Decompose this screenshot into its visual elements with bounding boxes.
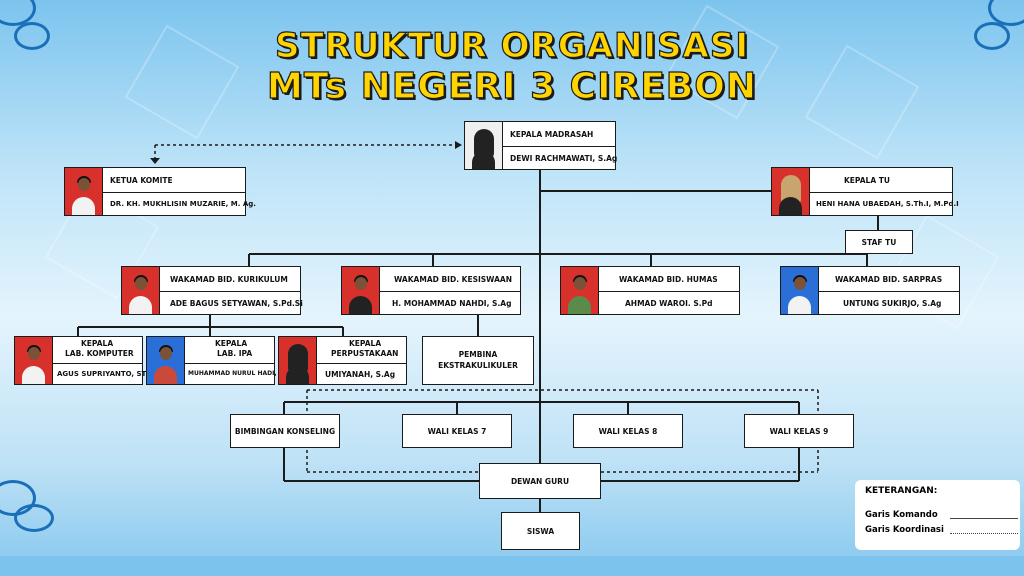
kepala-lab-ipa-box: KEPALA LAB. IPA MUHAMMAD NURUL HADI, S.S… <box>146 336 292 385</box>
legend-koordinasi-line <box>950 533 1018 534</box>
kepala-perpustakaan-photo <box>279 337 317 384</box>
batik-ornament-bottom-left <box>0 480 60 532</box>
legend-komando-label: Garis Komando <box>865 510 938 520</box>
chart-title-line1: STRUKTUR ORGANISASI <box>274 25 749 66</box>
wakamad-kesiswaan-box: WAKAMAD BID. KESISWAAN H. MOHAMMAD NAHDI… <box>341 266 521 315</box>
legend-heading: KETERANGAN: <box>865 486 938 496</box>
dewan-guru-box: DEWAN GURU <box>479 463 601 499</box>
kepala-madrasah-role: KEPALA MADRASAH <box>510 130 594 139</box>
ketua-komite-box: KETUA KOMITE DR. KH. MUKHLISIN MUZARIE, … <box>64 167 256 216</box>
wali-kelas-7-box: WALI KELAS 7 <box>402 414 512 448</box>
siswa-label: SISWA <box>526 527 555 536</box>
wakamad-kurikulum-role: WAKAMAD BID. KURIKULUM <box>170 275 288 284</box>
pembina-label-2: EKSTRAKULIKULER <box>438 361 518 370</box>
kepala-lab-komputer-photo <box>15 337 53 384</box>
wakamad-humas-box: WAKAMAD BID. HUMAS AHMAD WAROI. S.Pd <box>560 266 740 315</box>
kepala-tu-name: HENI HANA UBAEDAH, S.Th.I, M.Pd.I <box>816 200 959 208</box>
wali-kelas-8-box: WALI KELAS 8 <box>573 414 683 448</box>
wakamad-kesiswaan-photo <box>342 267 380 314</box>
siswa-box: SISWA <box>501 512 580 550</box>
bimbingan-konseling-box: BIMBINGAN KONSELING <box>230 414 340 448</box>
kepala-perpustakaan-role-1: KEPALA <box>349 339 382 348</box>
legend-box: KETERANGAN: Garis Komando Garis Koordina… <box>855 480 1020 550</box>
wakamad-kurikulum-box: WAKAMAD BID. KURIKULUM ADE BAGUS SETYAWA… <box>121 266 303 315</box>
wakamad-humas-role: WAKAMAD BID. HUMAS <box>619 275 718 284</box>
kepala-madrasah-box: KEPALA MADRASAH DEWI RACHMAWATI, S.Ag <box>464 121 618 170</box>
kepala-tu-role: KEPALA TU <box>844 176 890 185</box>
footer-band <box>0 556 1024 576</box>
kepala-tu-box: KEPALA TU HENI HANA UBAEDAH, S.Th.I, M.P… <box>771 167 959 216</box>
kepala-lab-komputer-box: KEPALA LAB. KOMPUTER AGUS SUPRIYANTO, ST <box>14 336 147 385</box>
wakamad-kesiswaan-role: WAKAMAD BID. KESISWAAN <box>394 275 513 284</box>
ketua-komite-name: DR. KH. MUKHLISIN MUZARIE, M. Ag. <box>110 200 256 208</box>
pembina-ekstrakulikuler-box: PEMBINA EKSTRAKULIKULER <box>422 336 534 385</box>
kepala-lab-komputer-name: AGUS SUPRIYANTO, ST <box>57 370 147 378</box>
wakamad-sarpras-photo <box>781 267 819 314</box>
kepala-perpustakaan-name: UMIYANAH, S.Ag <box>325 370 396 379</box>
wakamad-humas-photo <box>561 267 599 314</box>
batik-ornament-top-right <box>964 0 1024 50</box>
kepala-lab-ipa-photo <box>147 337 185 384</box>
legend-koordinasi-label: Garis Koordinasi <box>865 525 944 535</box>
ketua-komite-photo <box>65 168 103 215</box>
kepala-madrasah-photo <box>465 122 503 169</box>
chart-title-line2: MTs NEGERI 3 CIREBON <box>266 65 757 107</box>
pembina-label-1: PEMBINA <box>458 350 498 359</box>
kepala-lab-ipa-role-2: LAB. IPA <box>217 349 253 358</box>
kepala-perpustakaan-box: KEPALA PERPUSTAKAAN UMIYANAH, S.Ag <box>278 336 407 385</box>
staf-tu-label: STAF TU <box>861 238 897 247</box>
kepala-lab-ipa-role-1: KEPALA <box>215 339 248 348</box>
kepala-perpustakaan-role-2: PERPUSTAKAAN <box>331 349 399 358</box>
wakamad-sarpras-box: WAKAMAD BID. SARPRAS UNTUNG SUKIRJO, S.A… <box>780 266 960 315</box>
kepala-madrasah-name: DEWI RACHMAWATI, S.Ag <box>510 154 618 163</box>
legend-komando-line <box>950 518 1018 519</box>
wakamad-kurikulum-name: ADE BAGUS SETYAWAN, S.Pd.Si <box>170 299 303 308</box>
staf-tu-box: STAF TU <box>845 230 913 254</box>
kepala-tu-photo <box>772 168 810 215</box>
wali-kelas-8-label: WALI KELAS 8 <box>598 427 658 436</box>
wali-kelas-9-label: WALI KELAS 9 <box>769 427 829 436</box>
kepala-lab-komputer-role-1: KEPALA <box>81 339 114 348</box>
kepala-lab-komputer-role-2: LAB. KOMPUTER <box>65 349 134 358</box>
wakamad-humas-name: AHMAD WAROI. S.Pd <box>625 299 713 308</box>
wakamad-sarpras-role: WAKAMAD BID. SARPRAS <box>835 275 943 284</box>
wakamad-sarpras-name: UNTUNG SUKIRJO, S.Ag <box>843 299 942 308</box>
wakamad-kurikulum-photo <box>122 267 160 314</box>
kepala-lab-ipa-name: MUHAMMAD NURUL HADI, S.Si <box>188 370 292 377</box>
dewan-guru-label: DEWAN GURU <box>510 477 570 486</box>
wakamad-kesiswaan-name: H. MOHAMMAD NAHDI, S.Ag <box>392 299 512 308</box>
wali-kelas-7-label: WALI KELAS 7 <box>427 427 487 436</box>
batik-ornament-top-left <box>0 0 60 50</box>
wali-kelas-9-box: WALI KELAS 9 <box>744 414 854 448</box>
bimbingan-konseling-label: BIMBINGAN KONSELING <box>234 427 336 436</box>
ketua-komite-role: KETUA KOMITE <box>110 176 173 185</box>
